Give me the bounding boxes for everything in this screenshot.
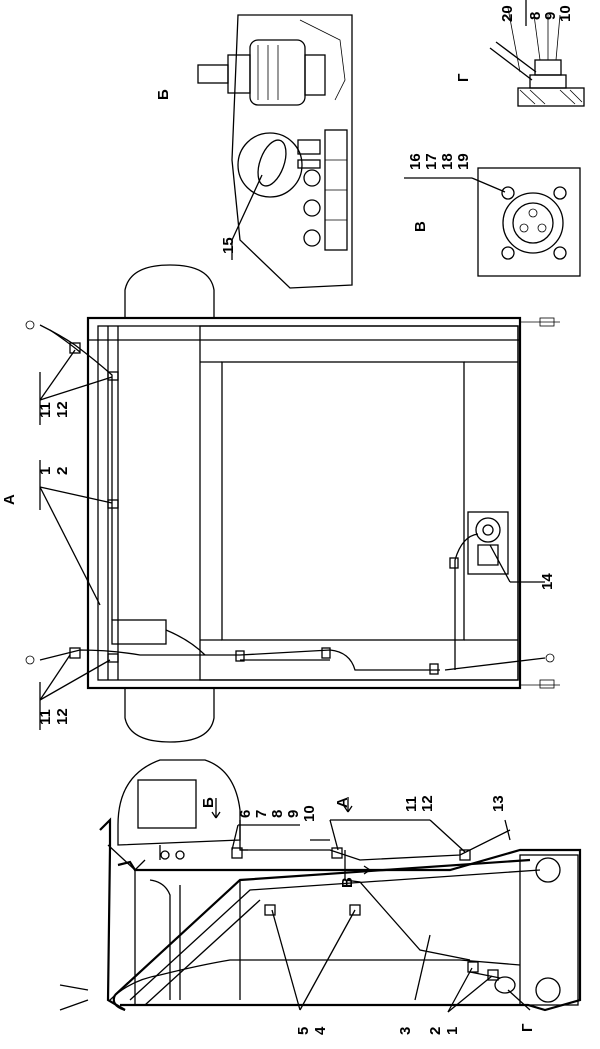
callout-15: 15 — [220, 237, 237, 254]
callout-2-mid: 2 — [54, 467, 71, 475]
callout-12-top: 12 — [54, 401, 71, 418]
callout-11-bottom: 11 — [37, 709, 54, 725]
side-view-frame — [59, 759, 582, 1013]
callout-12-side: 12 — [419, 795, 436, 812]
view-label-b-small: Б — [200, 797, 217, 808]
view-label-b: Б — [155, 89, 172, 100]
callout-20: 20 — [499, 5, 516, 22]
callout-19: 19 — [455, 153, 472, 170]
view-label-g: Г — [455, 73, 472, 82]
view-label-v: В — [412, 221, 429, 232]
callout-10: 10 — [557, 5, 574, 22]
view-label-v-side: В — [339, 877, 356, 888]
callout-11-top: 11 — [37, 402, 54, 418]
callout-9-side: 9 — [285, 810, 302, 818]
view-v-detail — [404, 167, 581, 277]
callout-5: 5 — [295, 1027, 312, 1035]
view-a-frame — [25, 264, 560, 743]
callout-17: 17 — [423, 153, 440, 170]
callout-4: 4 — [312, 1026, 329, 1035]
view-label-a: А — [1, 494, 18, 505]
view-label-a-arrow: А — [334, 797, 351, 808]
view-b-detail — [197, 14, 353, 289]
callout-12-bottom: 12 — [54, 708, 71, 725]
callout-11-side: 11 — [403, 796, 420, 812]
callout-16: 16 — [407, 153, 424, 170]
callout-9: 9 — [542, 12, 559, 20]
callout-6: 6 — [237, 810, 254, 818]
view-g-detail — [489, 7, 585, 107]
callout-3: 3 — [397, 1027, 414, 1035]
callout-8-side: 8 — [269, 810, 286, 818]
callout-14: 14 — [539, 573, 556, 590]
view-label-g-side: Г — [519, 1023, 536, 1032]
callout-1-mid: 1 — [37, 467, 54, 475]
callout-10-side: 10 — [301, 805, 318, 822]
callout-8: 8 — [527, 12, 544, 20]
callout-18: 18 — [439, 153, 456, 170]
callout-7: 7 — [253, 810, 270, 818]
callout-13: 13 — [490, 795, 507, 812]
callout-1-side: 1 — [444, 1027, 461, 1035]
callout-2-side: 2 — [427, 1027, 444, 1035]
